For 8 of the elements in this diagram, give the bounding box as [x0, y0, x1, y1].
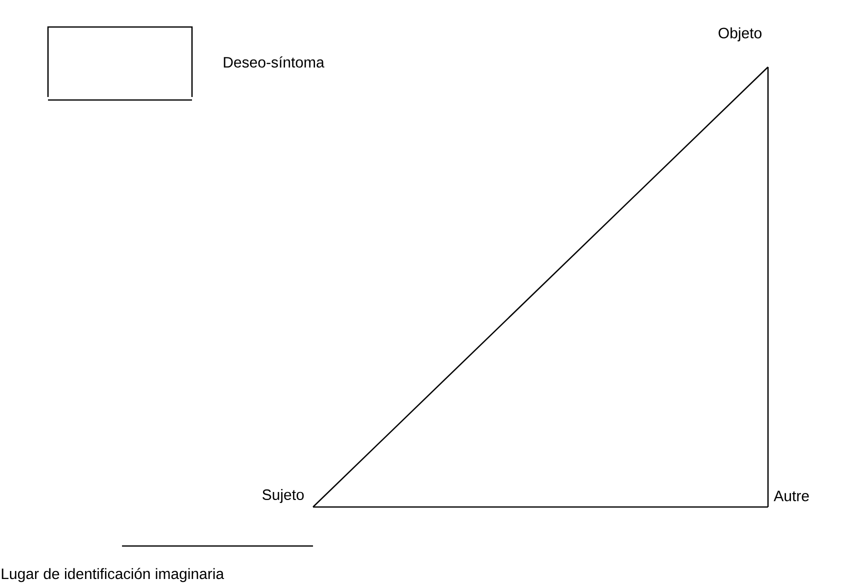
vertex-label: Objeto: [718, 27, 762, 42]
triangle-side: [767, 67, 769, 507]
triangle-side: [312, 66, 768, 508]
legend-text: Deseo-síntoma: [224, 56, 324, 68]
vertex-label: Autre: [774, 490, 809, 502]
triangle-side: [313, 506, 768, 508]
legend-text: Lugar de identificación imaginaria: [2, 568, 224, 582]
vertex-label: Sujeto: [262, 489, 304, 503]
